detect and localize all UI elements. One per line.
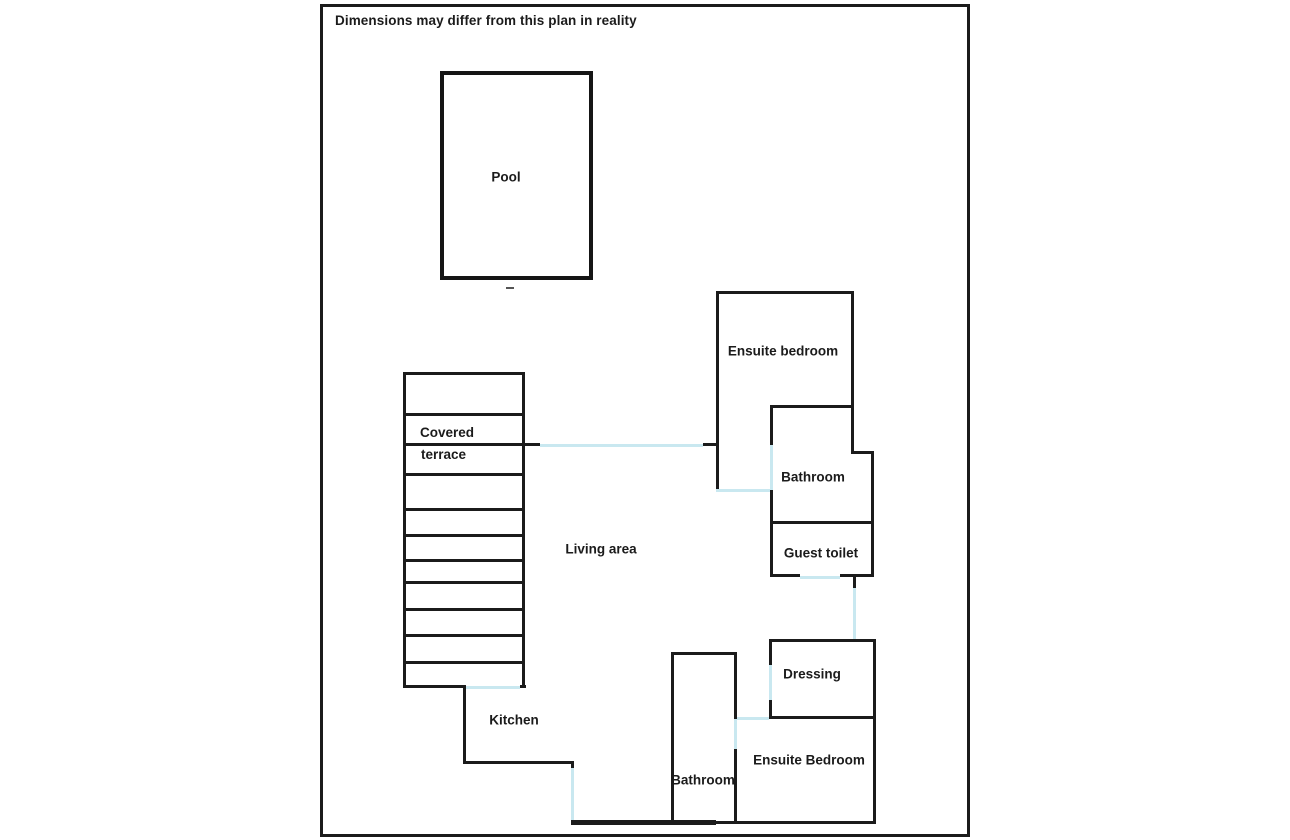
door-opening [571,768,574,820]
wall-segment [770,405,773,445]
terrace-slat-line [403,661,525,664]
door-opening [853,588,856,639]
wall-segment [853,576,856,588]
terrace-slat-line [403,508,525,511]
terrace-slat-line [403,473,525,476]
room-label-guest-toilet: Guest toilet [783,545,859,561]
pool-room [440,71,593,280]
door-opening [770,445,773,490]
door-opening [466,686,520,689]
terrace-slat-line [403,634,525,637]
wall-segment [770,521,874,524]
door-opening [769,665,772,700]
room-label-ensuite-bedroom-bottom: Ensuite Bedroom [753,752,865,768]
terrace-slat-line [403,581,525,584]
wall-segment [520,685,526,688]
wall-segment [769,639,772,665]
terrace-slat-line [403,534,525,537]
room-label-bathroom-top: Bathroom [781,469,845,485]
wall-segment [671,652,737,655]
wall-segment [403,372,406,688]
room-label-bathroom-bottom: Bathroom [671,772,735,788]
wall-segment [571,820,716,825]
wall-segment [840,574,874,577]
room-label-dressing: Dressing [783,666,841,682]
wall-segment [873,639,876,821]
door-opening [716,489,770,492]
room-label-living-area: Living area [565,541,637,557]
room-label-terrace: terrace [421,447,467,462]
wall-segment [463,761,573,764]
wall-segment [871,451,874,577]
door-opening [734,719,737,749]
room-label-kitchen: Kitchen [489,712,539,728]
wall-segment [769,700,772,719]
terrace-slat-line [403,443,525,446]
wall-segment [716,291,854,294]
wall-segment [851,451,874,454]
wall-segment [734,652,737,719]
door-opening [800,576,840,579]
wall-segment [716,291,719,490]
door-opening [736,717,769,720]
wall-segment [770,490,773,577]
wall-segment [403,372,525,375]
wall-segment [734,749,737,821]
wall-segment [403,685,466,688]
room-label-ensuite-bedroom-top: Ensuite bedroom [727,343,839,359]
terrace-slat-line [403,559,525,562]
wall-segment [851,291,854,451]
room-label-pool: Pool [491,169,521,185]
wall-segment [716,821,876,824]
floor-plan: Dimensions may differ from this plan in … [320,4,970,837]
wall-segment [769,716,874,719]
room-label-covered: Covered [420,425,475,440]
disclaimer-text: Dimensions may differ from this plan in … [335,13,637,28]
pool-tick-mark [506,287,514,289]
wall-segment [770,405,854,408]
door-opening [540,444,703,447]
wall-segment [671,652,674,821]
wall-segment [571,761,574,770]
wall-segment [703,443,719,446]
wall-segment [770,574,800,577]
wall-segment [463,688,466,764]
terrace-slat-line [403,413,525,416]
wall-segment [522,372,525,688]
wall-segment [522,443,540,446]
terrace-slat-line [403,608,525,611]
wall-segment [769,639,874,642]
